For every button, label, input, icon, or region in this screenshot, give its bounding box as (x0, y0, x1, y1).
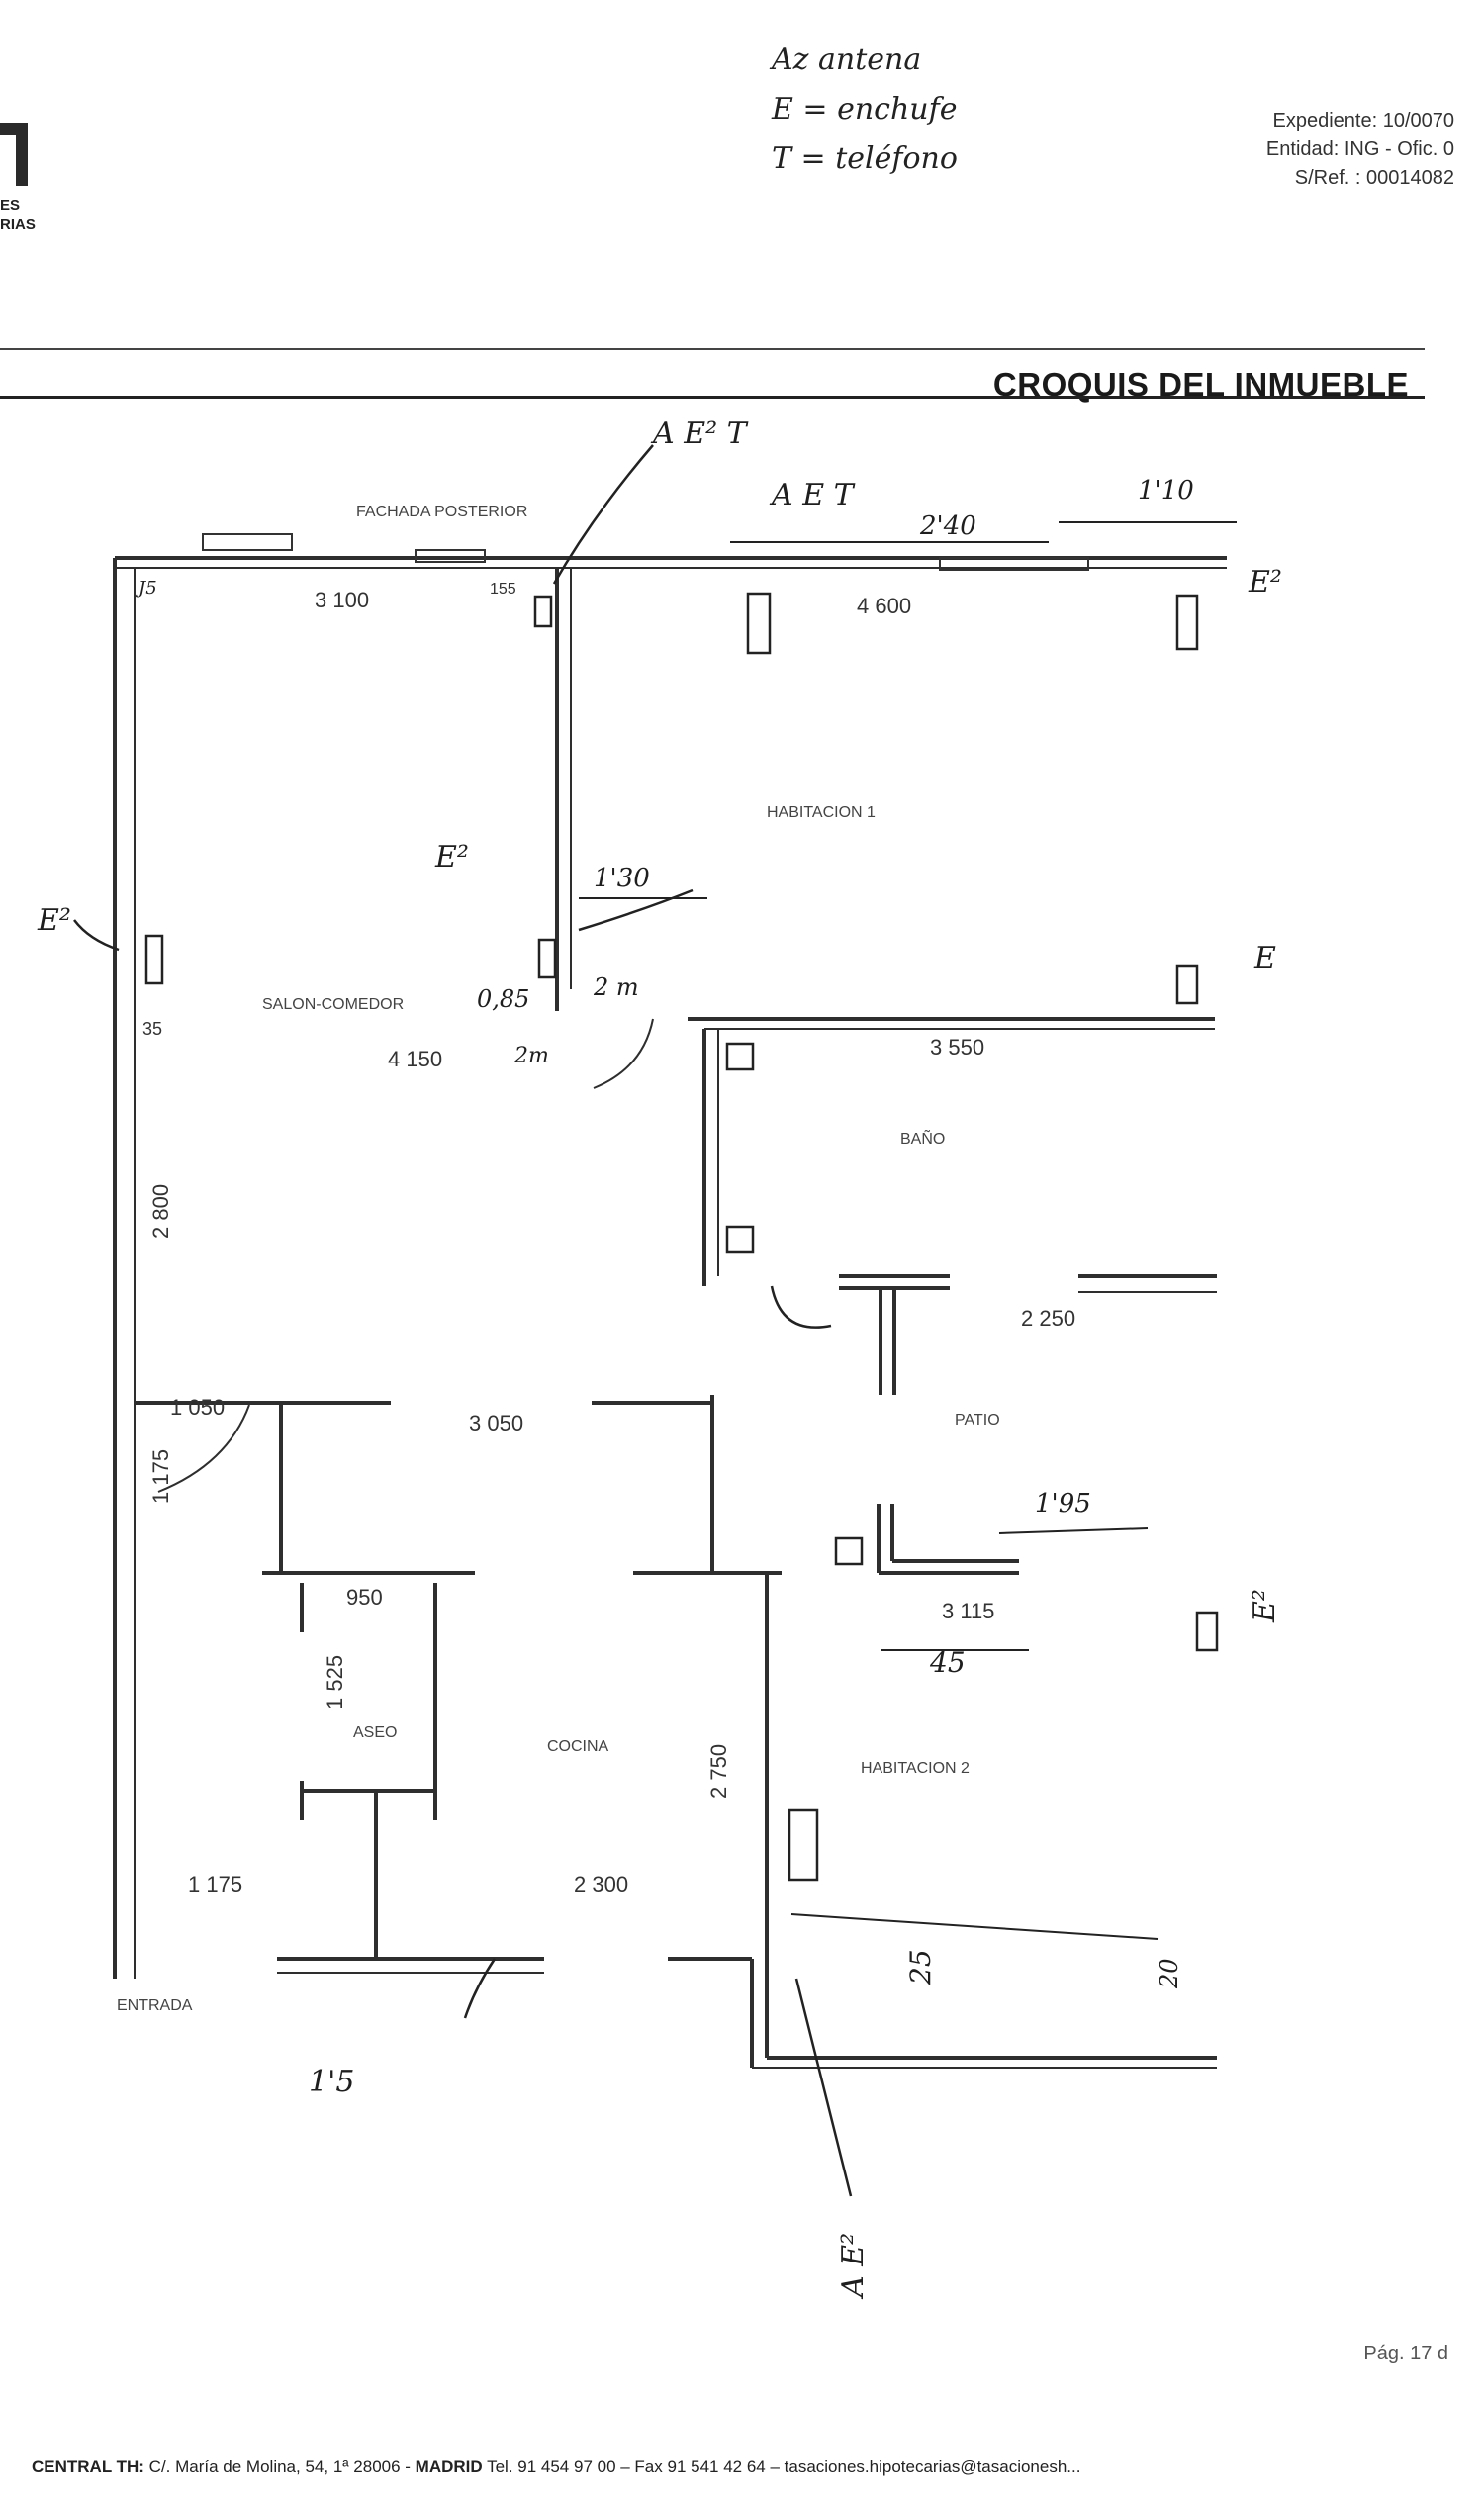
hw-240: 2'40 (919, 511, 976, 541)
label-fachada: FACHADA POSTERIOR (356, 504, 527, 520)
dim-950: 950 (346, 1585, 383, 1610)
hw-e2-top-right: E² (1248, 565, 1282, 600)
footer-city: MADRID (415, 2457, 483, 2476)
dim-3100: 3 100 (315, 588, 369, 612)
footer-prefix: CENTRAL TH: (32, 2457, 144, 2476)
footer: CENTRAL TH: C/. María de Molina, 54, 1ª … (32, 2457, 1080, 2477)
reference-block: Expediente: 10/0070 Entidad: ING - Ofic.… (1266, 107, 1454, 193)
entidad-line: Entidad: ING - Ofic. 0 (1265, 138, 1454, 160)
dim-3115: 3 115 (942, 1599, 994, 1623)
label-aseo: ASEO (353, 1724, 397, 1741)
hw-2m-b: 2m (513, 1044, 549, 1068)
dim-1175h: 1 175 (188, 1872, 242, 1896)
dim-2800: 2 800 (148, 1184, 173, 1239)
dimension-labels: 3 100 4 600 4 150 1 050 3 050 950 1 175 … (142, 581, 1075, 1896)
hw-45: 45 (929, 1646, 966, 1679)
header-rule-thin (0, 348, 1425, 350)
dim-4150: 4 150 (388, 1047, 442, 1071)
note-telefono: T = teléfono (772, 141, 958, 176)
dim-1175v: 1 175 (148, 1449, 173, 1504)
dim-1050: 1 050 (170, 1395, 225, 1420)
hw-e-right: E (1253, 941, 1276, 975)
handwritten-legend: Az antena E = enchufe T = teléfono (772, 36, 958, 184)
dim-3550: 3 550 (930, 1035, 984, 1060)
label-habitacion1: HABITACION 1 (767, 804, 876, 821)
label-patio: PATIO (955, 1412, 1000, 1429)
dim-2300: 2 300 (574, 1872, 628, 1896)
label-salon: SALON-COMEDOR (262, 996, 404, 1013)
dim-2250: 2 250 (1021, 1306, 1075, 1331)
hw-130: 1'30 (594, 864, 650, 893)
expediente-line: Expediente: 10/0070 (1272, 110, 1455, 132)
hw-20: 20 (1156, 1958, 1183, 1989)
hw-e2-right-low: E² (1248, 1589, 1282, 1623)
handwritten-marks (73, 444, 1219, 2197)
floor-plan: FACHADA POSTERIOR SALON-COMEDOR HABITACI… (37, 416, 1282, 2300)
label-entrada: ENTRADA (117, 1997, 193, 2014)
hw-2m-a: 2 m (593, 973, 639, 1001)
dim-35: 35 (142, 1019, 162, 1039)
dim-3050: 3 050 (469, 1411, 523, 1435)
walls (113, 556, 1227, 2069)
company-logo (0, 123, 28, 186)
note-antenna: Az antena (772, 43, 922, 77)
dim-4600: 4 600 (857, 594, 911, 618)
label-habitacion2: HABITACION 2 (861, 1760, 970, 1777)
hw-aet2: A E² T (650, 416, 749, 451)
hw-aet: A E T (769, 478, 856, 512)
page-number: Pág. 17 d (1363, 2343, 1448, 2364)
footer-address: C/. María de Molina, 54, 1ª 28006 - (143, 2457, 416, 2476)
hw-110: 1'10 (1138, 476, 1194, 506)
handwritten-dimension-lines (579, 521, 1237, 1940)
note-enchufe: E = enchufe (772, 92, 958, 127)
hw-e2-left: E² (37, 903, 71, 938)
label-cocina: COCINA (547, 1738, 609, 1755)
hw-085: 0,85 (477, 985, 529, 1013)
hw-25: 25 (904, 1949, 937, 1985)
hw-e2-mid: E² (434, 840, 469, 875)
hw-ae2-bottom: A E² (836, 2233, 871, 2300)
hw-195: 1'95 (1035, 1489, 1091, 1519)
dim-155: 155 (490, 581, 516, 598)
label-bano: BAÑO (900, 1128, 945, 1148)
logo-text: ES RIAS (0, 196, 36, 233)
room-labels: FACHADA POSTERIOR SALON-COMEDOR HABITACI… (117, 504, 1000, 2014)
logo-text-line-2: RIAS (0, 216, 36, 232)
hw-15: 1'5 (309, 2065, 354, 2099)
header-rule-thick (0, 396, 1425, 399)
handwritten-annotations: A E² T A E T 2'40 1'10 E² E² E² 1'30 0,8… (37, 416, 1282, 2300)
sref-line: S/Ref. : 00014082 (1294, 167, 1454, 189)
windows (202, 533, 1089, 571)
hw-j5: J5 (135, 578, 157, 599)
dim-1525: 1 525 (323, 1655, 347, 1709)
logo-text-line-1: ES (0, 197, 21, 214)
dim-2750: 2 750 (706, 1744, 731, 1799)
footer-contact: Tel. 91 454 97 00 – Fax 91 541 42 64 – t… (482, 2457, 1081, 2476)
